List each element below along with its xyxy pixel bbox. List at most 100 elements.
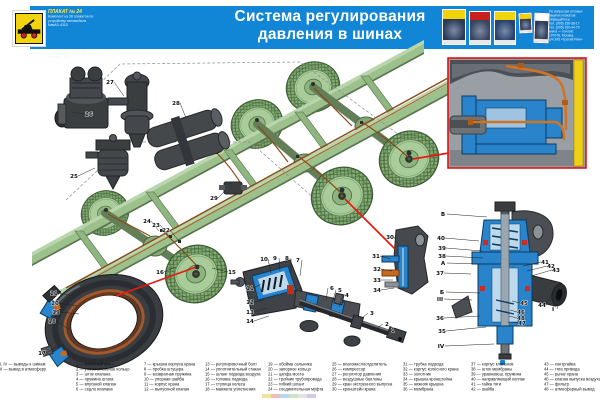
poster-title-line1: Система регулирования: [234, 8, 426, 25]
print-mark: [289, 394, 298, 398]
legend-item: 14 — уплотнительный стакан: [205, 367, 261, 372]
legend-item: 26 — компрессор: [332, 367, 366, 372]
part-label: 24: [143, 219, 151, 225]
frame-rail-near: [60, 78, 452, 305]
part-label: 28: [172, 101, 180, 107]
legend-item: 11 — корпус крана: [144, 382, 180, 387]
poster-number: ПЛАКАТ № 24: [48, 9, 82, 15]
part-label: 4: [345, 293, 349, 299]
part-label: III: [437, 297, 443, 303]
legend-item: 25 — влагомаслоотделитель: [332, 362, 387, 367]
cover-footer: [495, 40, 515, 44]
label-leader: [163, 266, 177, 273]
label-leader: [159, 224, 170, 237]
part-label: 37: [436, 271, 444, 277]
label-leader: [443, 315, 481, 319]
legend-item: 7 — крышка корпуса крана: [144, 362, 196, 367]
micro-text-line: По вопросам оптовых: [549, 10, 583, 14]
legend-item: 35 — нижняя крышка: [403, 382, 444, 387]
legend-item: 40 — направляющий колпак: [471, 377, 525, 382]
part-label: 44: [538, 303, 546, 309]
inset-hub-seal-section: [39, 273, 164, 371]
emergency-release-valve: [219, 181, 247, 195]
callout-line: [115, 266, 197, 297]
cover-title-band: [495, 12, 515, 21]
label-leader: [443, 272, 472, 275]
legend-item: 46 — клапан выпуска воздуха: [544, 377, 600, 382]
legend-item: 41 — гайка тяги: [471, 382, 502, 387]
label-leader: [253, 307, 268, 313]
legend-item: 30 — кронштейн крана: [332, 387, 376, 392]
label-leader: [325, 287, 329, 301]
micro-text-line: Комплект из 28 плакатов по: [48, 15, 94, 19]
label-leader: [55, 320, 71, 331]
part-label: 31: [372, 254, 380, 260]
part-label: В: [441, 212, 445, 218]
pipe-fittings: [104, 82, 412, 270]
legend-item: 48 — атмосферный вывод: [544, 387, 595, 392]
legend-item: 24 — соединительная муфта: [268, 387, 324, 392]
micro-text-line: закупок плакатов: [549, 14, 576, 18]
part-label: 45: [520, 301, 528, 307]
label-leader: [57, 292, 75, 297]
label-leader: [338, 294, 344, 308]
label-leader: [445, 326, 487, 332]
wheel-front-near: [155, 234, 237, 314]
legend-item: 36 — мембрана: [403, 387, 434, 392]
label-leader: [169, 229, 180, 242]
micro-text-line: устройству автомобиля: [48, 19, 87, 23]
part-label: 7: [296, 258, 300, 264]
label-leader: [379, 255, 392, 260]
label-leader: [507, 321, 519, 324]
micro-text-line: тел. (095) 156-44-70: [549, 26, 580, 30]
part-label: 13: [246, 310, 254, 316]
micro-text-line: — отпечатано для «Третий Рим»: [48, 50, 102, 55]
part-label: 29: [210, 196, 218, 202]
label-leader: [380, 287, 395, 291]
legend-item: 43 — контргайка: [544, 362, 576, 367]
label-leader: [444, 343, 495, 347]
pressure-regulator: [107, 71, 154, 148]
legend-item: 6 — седло клапана: [76, 387, 113, 392]
part-label: 39: [438, 246, 446, 252]
part-label: 25: [70, 174, 78, 180]
legend-item: 10 — упорная шайба: [144, 377, 185, 382]
truck-logo-icon: [15, 13, 43, 44]
label-leader: [446, 262, 482, 265]
inset-hub-section: [447, 57, 587, 169]
part-label: I: [552, 307, 554, 313]
print-color-bar: [262, 394, 316, 398]
label-leader: [508, 315, 518, 319]
legend-item: 39 — уравновеш. пружина: [471, 372, 522, 377]
label-leader: [522, 261, 542, 267]
legend-item: 19 — обойма сальника: [268, 362, 312, 367]
frame-crossmembers: [74, 75, 398, 270]
print-mark: [280, 394, 289, 398]
part-label: 19: [52, 310, 60, 316]
cover-vaz: [494, 11, 516, 45]
legend-item: 8 — пробка штуцера: [144, 367, 184, 372]
part-label: 22: [162, 228, 170, 234]
part-label: 30: [386, 235, 394, 241]
legend-item: 45 — рычаг крана: [544, 372, 579, 377]
part-label: 47: [518, 321, 526, 327]
part-label: 48: [517, 316, 525, 322]
label-leader: [253, 283, 262, 289]
legend-item: 2 — уплотнительное кольцо: [76, 367, 130, 372]
micro-text-line: тел. (095) 156-38-17: [549, 22, 580, 26]
label-leader: [253, 299, 265, 303]
air-tanks: [146, 108, 230, 171]
print-mark: [262, 394, 271, 398]
label-leader: [445, 291, 481, 294]
legend-item: 5 — впускной клапан: [76, 382, 117, 387]
cover-footer: [470, 40, 490, 44]
print-mark: [271, 394, 280, 398]
label-leader: [509, 309, 518, 313]
